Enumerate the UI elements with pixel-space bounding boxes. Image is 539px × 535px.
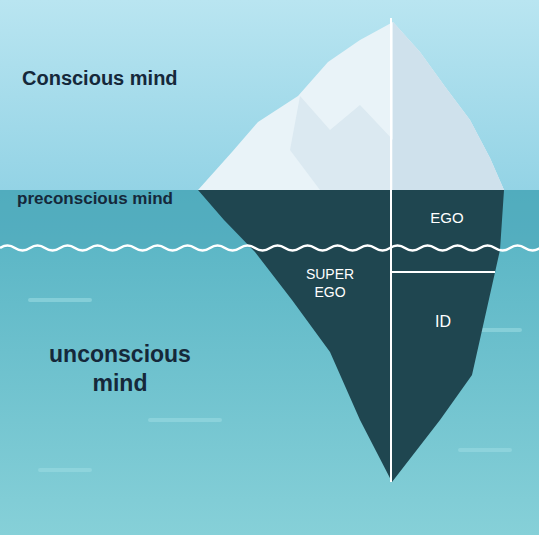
- superego-region: SUPER EGO: [298, 263, 362, 303]
- split-line: [390, 18, 392, 482]
- iceberg-tip-shade: [393, 22, 504, 190]
- iceberg-underwater: [198, 190, 504, 482]
- region-label: EGO: [411, 209, 483, 227]
- iceberg-tip: [198, 22, 504, 190]
- sea: [0, 190, 539, 535]
- level-label: preconscious mind: [10, 188, 180, 209]
- ego-region: EGO: [407, 207, 487, 229]
- sky: [0, 0, 539, 192]
- region-label: SUPER EGO: [302, 265, 358, 301]
- id-region: ID: [413, 311, 473, 333]
- water-line: [0, 246, 539, 251]
- level-label: unconscious mind: [20, 340, 220, 398]
- region-label: ID: [417, 313, 469, 331]
- level-label: Conscious mind: [22, 66, 242, 91]
- iceberg-tip-facet: [290, 96, 393, 190]
- ego-id-divider: [391, 271, 495, 273]
